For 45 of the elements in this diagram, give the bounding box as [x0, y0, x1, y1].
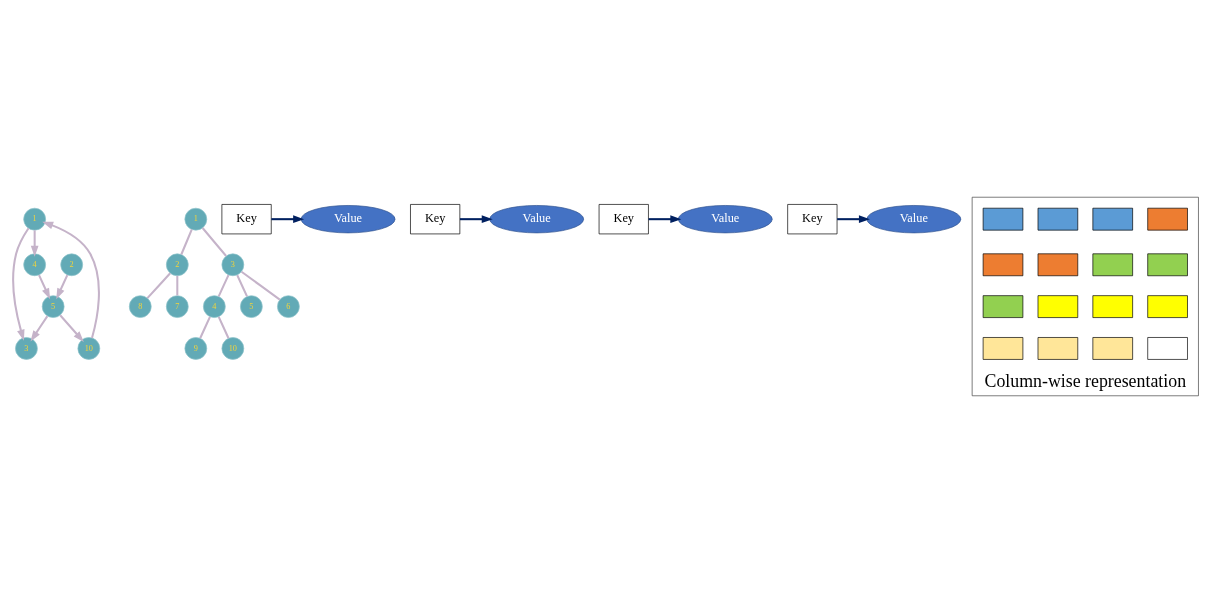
node-box: Key [410, 203, 461, 234]
connector [217, 315, 230, 339]
node-box [1147, 294, 1188, 318]
node-box [982, 207, 1024, 230]
connector [236, 274, 248, 297]
connector [176, 275, 179, 295]
connector [240, 270, 281, 300]
arrow [59, 314, 84, 342]
arrow [12, 227, 30, 341]
node-box [982, 336, 1024, 360]
node-box [1037, 336, 1079, 360]
arrow [459, 214, 493, 223]
arrow [30, 229, 39, 257]
node-ellipse: Value [300, 204, 396, 233]
node-box [1147, 207, 1188, 230]
node-box [1037, 294, 1079, 318]
node-ellipse: Value [489, 204, 584, 233]
connector [217, 274, 230, 297]
cluster: Column-wise representation [971, 196, 1199, 396]
arrow [42, 221, 100, 338]
node-ellipse: Value [866, 204, 962, 233]
connector [146, 272, 171, 299]
node-box [1092, 294, 1133, 318]
node-ellipse: Value [677, 204, 773, 233]
node-box [982, 294, 1024, 318]
node-box [982, 252, 1024, 276]
node-box: Key [598, 203, 649, 234]
node-box [1092, 252, 1133, 276]
arrow [837, 214, 870, 223]
connector [201, 226, 227, 257]
node-box [1092, 207, 1133, 230]
arrow [56, 274, 69, 299]
connector [180, 228, 193, 255]
node-box [1037, 252, 1079, 276]
arrow [648, 214, 682, 223]
node-box [1147, 336, 1188, 360]
node-box: Key [221, 203, 272, 234]
arrow [30, 315, 49, 342]
node-box [1092, 336, 1133, 360]
arrow [38, 274, 51, 299]
arrow [271, 214, 305, 223]
node-box [1147, 252, 1188, 276]
node-box: Key [787, 203, 838, 234]
node-box [1037, 207, 1079, 230]
connector [199, 315, 211, 339]
